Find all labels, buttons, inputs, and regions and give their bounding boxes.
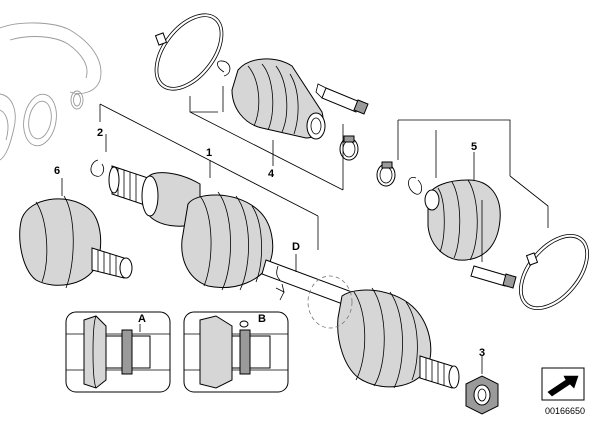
document-number: 00166650: [545, 406, 585, 416]
boot-clamp-large-4: [154, 13, 224, 91]
boot-clamp-large-5: [519, 233, 589, 311]
detail-b-label: B: [258, 313, 266, 325]
collar-nut-3: [465, 356, 499, 415]
leader-group-4: [189, 86, 344, 191]
detail-b: [183, 311, 289, 393]
detail-a-label: A: [138, 313, 146, 325]
detail-d-circle: [307, 275, 353, 329]
transmission-housing-ghost: [0, 22, 102, 161]
callout-3: 3: [479, 347, 485, 359]
leader-group-5: [397, 119, 549, 262]
boot-clamp-small-4: [339, 135, 359, 161]
grease-tube-4: [315, 83, 369, 115]
callout-4: 4: [268, 168, 275, 180]
drive-shaft-1: [108, 165, 460, 389]
callout-6: 6: [54, 165, 60, 177]
grease-tube-5: [470, 265, 517, 289]
callout-1: 1: [206, 147, 212, 159]
boot-5: [424, 179, 501, 261]
snap-ring-2: [90, 159, 104, 177]
detail-a: [65, 311, 171, 393]
leader-group-1: [99, 103, 319, 250]
callout-5: 5: [471, 141, 477, 153]
outer-joint-6: [19, 178, 133, 289]
snap-ring-top: [217, 60, 231, 77]
callout-2: 2: [97, 127, 103, 139]
arrow-icon: [541, 367, 585, 401]
boot-clamp-small-5: [376, 161, 396, 187]
boot-4: [231, 58, 326, 140]
arrow-d: [275, 283, 285, 301]
callout-d: D: [292, 241, 300, 253]
snap-ring-5: [408, 176, 422, 195]
